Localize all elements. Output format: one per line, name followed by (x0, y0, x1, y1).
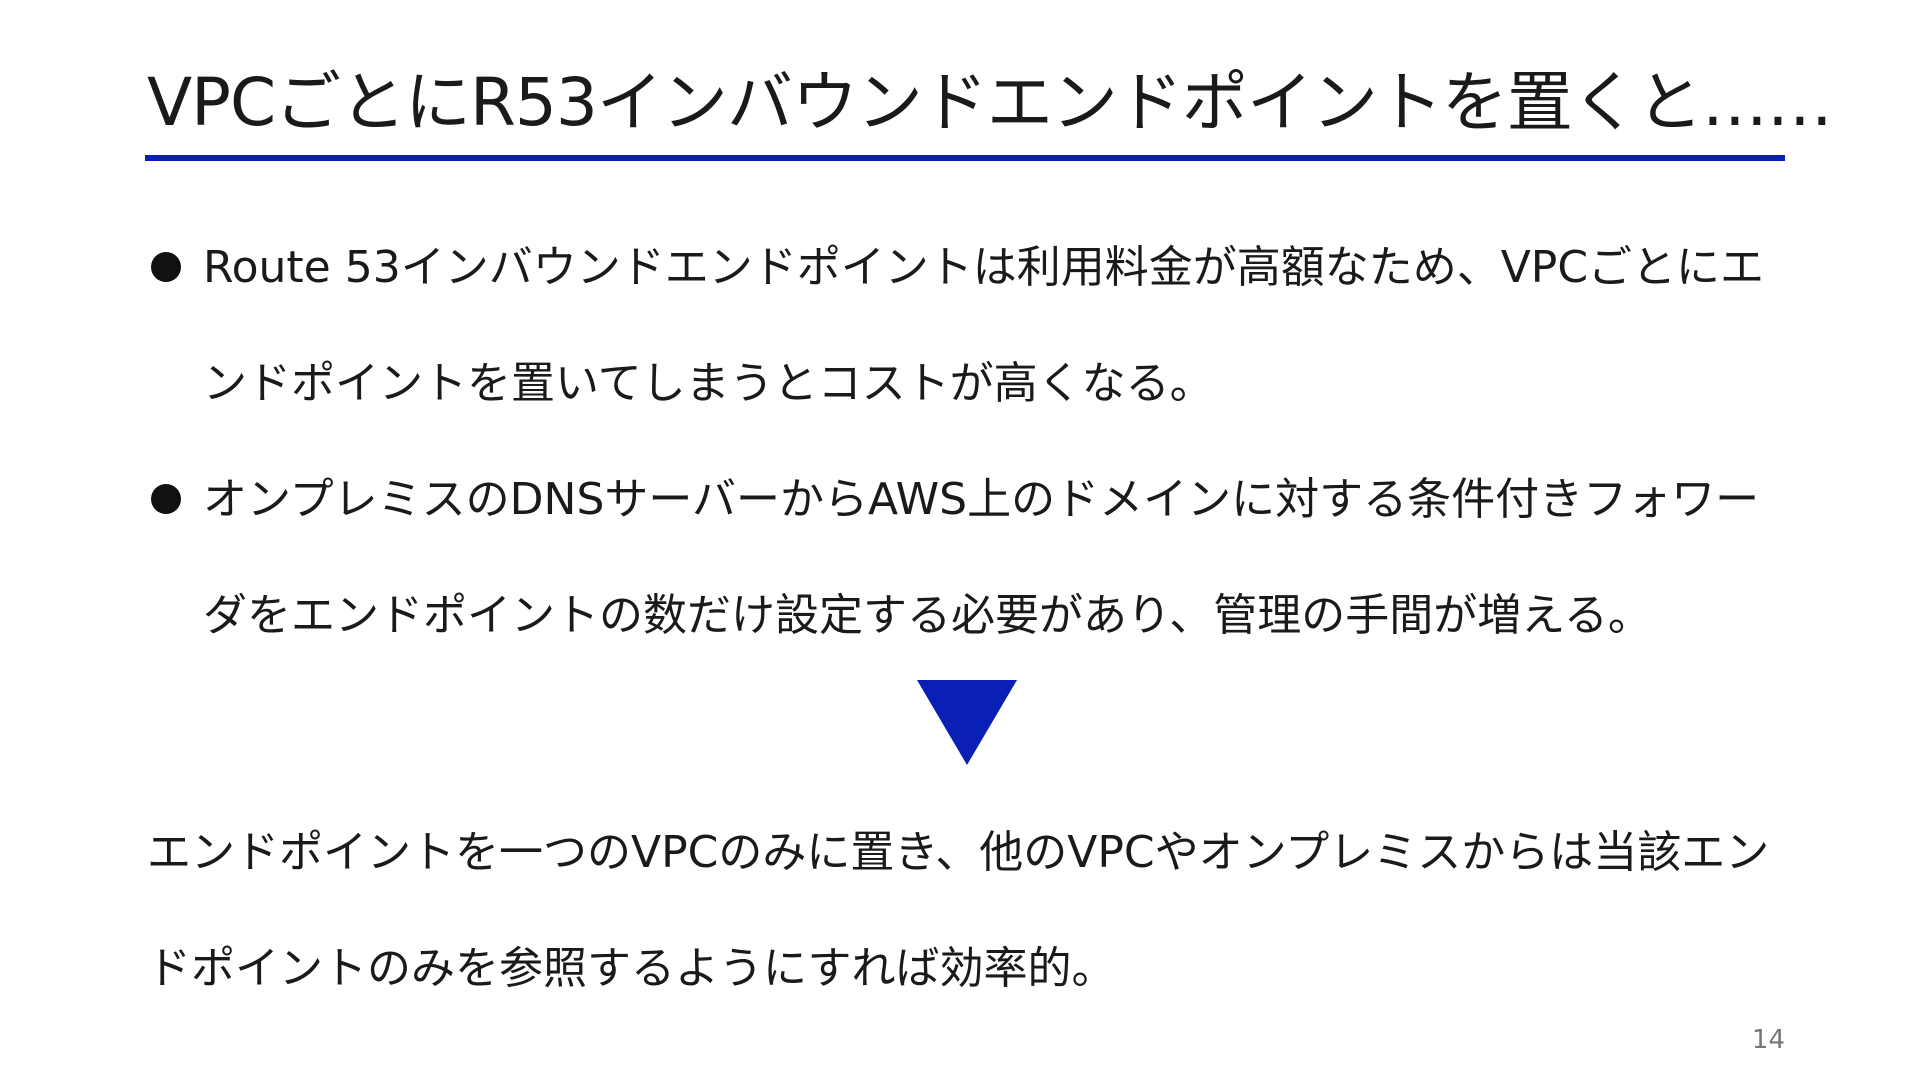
bullet-text-cost: Route 53インバウンドエンドポイントは利用料金が高額なため、VPCごとにエ… (203, 242, 1765, 409)
slide-title: VPCごとにR53インバウンドエンドポイントを置くと…… (147, 64, 1833, 141)
title-underline (145, 155, 1785, 161)
bullet-list: Route 53インバウンドエンドポイントは利用料金が高額なため、VPCごとにエ… (145, 210, 1795, 674)
page-number: 14 (1751, 1025, 1785, 1055)
bullet-text-management: オンプレミスのDNSサーバーからAWS上のドメインに対する条件付きフォワーダをエ… (203, 474, 1760, 641)
bullet-item-cost: Route 53インバウンドエンドポイントは利用料金が高額なため、VPCごとにエ… (145, 210, 1795, 442)
conclusion-text: エンドポイントを一つのVPCのみに置き、他のVPCやオンプレミスからは当該エンド… (147, 827, 1770, 994)
bullet-dot-icon (151, 484, 181, 514)
bullet-item-management: オンプレミスのDNSサーバーからAWS上のドメインに対する条件付きフォワーダをエ… (145, 442, 1795, 674)
down-arrow-icon (917, 680, 1017, 765)
bullet-dot-icon (151, 252, 181, 282)
